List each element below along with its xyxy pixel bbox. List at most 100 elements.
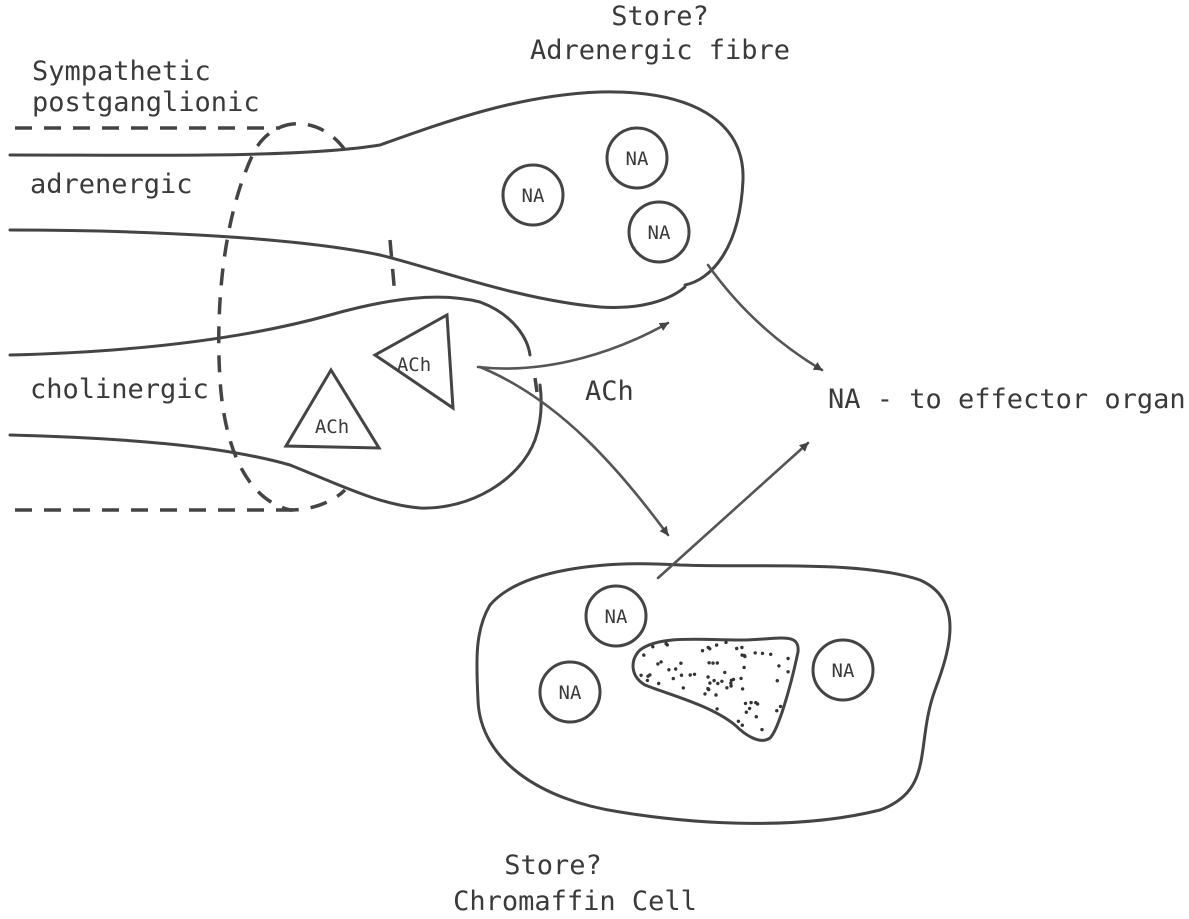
granule-dot [786,657,789,660]
granule-dot [672,677,675,680]
granule-dot [723,671,726,674]
granule-dot [646,679,649,682]
ach-arrow-label: ACh [585,376,634,407]
granule-stipple [639,641,789,732]
granule-dot [776,679,779,682]
granule-dot [740,646,743,649]
na-vesicle: NA [813,640,873,700]
na-vesicle-label: NA [605,606,628,628]
na-vesicle: NA [540,662,600,722]
adrenergic-fibre-lower-outline [10,230,685,308]
ach-to-chromaffin-arrow [480,367,668,535]
na-vesicle-label: NA [522,185,545,207]
na-vesicle-label: NA [626,148,649,170]
granule-dot [708,681,711,684]
granule-dot [679,662,682,665]
granule-dot [701,649,704,652]
na-vesicle-label: NA [648,222,671,244]
granule-dot [693,673,696,676]
granule-dot [754,701,757,704]
na-vesicle: NA [607,128,667,188]
adrenergic-label: adrenergic [30,169,193,200]
granule-dot [775,709,778,712]
granule-dot [769,653,772,656]
granule-dot [754,651,757,654]
granule-dot [715,707,718,710]
na-vesicle-label: NA [559,682,582,704]
granule-dot [777,664,780,667]
chromaffin-store-label: Store? [504,850,602,881]
na-vesicle: NA [503,165,563,225]
boundary-tick [535,378,537,392]
granule-dot [741,687,744,690]
granule-dot [745,711,748,714]
granule-dot [739,677,742,680]
granule-dot [779,705,782,708]
ach-to-adrenergic-arrow [478,323,668,369]
na-vesicle: NA [629,202,689,262]
granule-dot [716,661,719,664]
granule-dot [724,641,727,644]
granule-dot [682,686,685,689]
granule-dot [741,724,744,727]
granule-dot [725,686,728,689]
granule-dot [786,670,789,673]
chromaffin-granule [633,638,798,740]
granule-dot [729,684,732,687]
chromaffin-cell-label: Chromaffin Cell [453,886,697,917]
granule-dot [744,702,747,705]
granule-dot [760,728,763,731]
postganglionic-label: postganglionic [32,87,260,118]
effector-organ-label: NA - to effector organ [828,384,1186,415]
adrenergic-na-release-arrow [708,265,822,370]
granule-dot [737,720,740,723]
granule-dot [711,661,714,664]
granule-outline [633,638,798,740]
granule-dot [755,715,758,718]
na-vesicle-label: NA [832,660,855,682]
granule-dot [715,643,718,646]
granule-dot [651,645,654,648]
granule-dot [716,682,719,685]
granule-dot [703,692,706,695]
granule-dot [664,642,667,645]
granule-dot [659,660,662,663]
ach-vesicle: ACh [375,315,453,408]
chromaffin-na-release-arrow [658,443,808,578]
adrenergic-fibre-label: Adrenergic fibre [530,35,790,66]
granule-dot [667,668,670,671]
granule-dot [706,687,709,690]
granule-dot [720,680,723,683]
boundary-connector [390,240,395,296]
ach-vesicle-label: ACh [315,416,349,438]
adrenergic-store-label: Store? [611,1,709,32]
granule-dot [646,675,649,678]
granule-dot [761,652,764,655]
granule-dot [707,646,710,649]
granule-dot [680,674,683,677]
cholinergic-fibre-upper-outline [10,297,530,355]
granule-dot [639,674,642,677]
granule-dot [706,675,709,678]
granule-dot [656,662,659,665]
granule-dot [714,693,717,696]
ach-vesicle: ACh [286,370,379,448]
granule-dot [707,661,710,664]
granule-dot [712,679,715,682]
granule-dot [657,682,660,685]
granule-dot [749,701,752,704]
granule-dot [642,653,645,656]
granule-dot [743,655,746,658]
granule-dot [748,707,751,710]
sympathetic-label: Sympathetic [32,56,211,87]
granule-dot [689,673,692,676]
granule-dot [742,666,745,669]
granule-dot [732,678,735,681]
ach-vesicle-label: ACh [397,354,431,376]
granule-dot [735,647,738,650]
na-vesicle: NA [586,586,646,646]
cholinergic-label: cholinergic [30,374,209,405]
granule-dot [674,667,677,670]
